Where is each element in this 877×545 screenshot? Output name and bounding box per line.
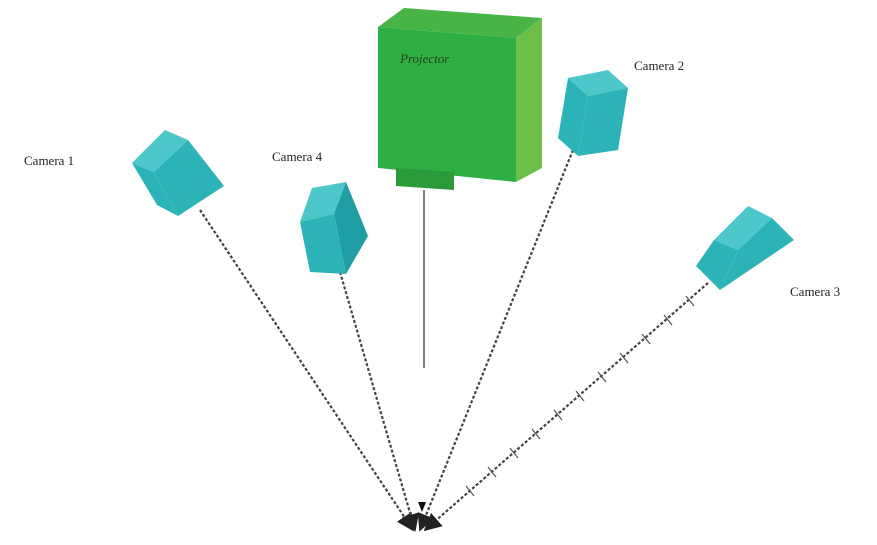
- camera-4: Camera 4: [272, 149, 368, 274]
- camera-1-front: [132, 163, 178, 216]
- camera-2-side: [578, 88, 628, 156]
- camera-1-top: [132, 130, 188, 172]
- camera-2-front: [558, 78, 588, 156]
- camera-4-label: Camera 4: [272, 149, 323, 164]
- projector-side: [516, 18, 542, 182]
- ray-camera-2: [417, 149, 575, 532]
- camera-2-label: Camera 2: [634, 58, 684, 73]
- projector-top: [378, 8, 542, 38]
- projector-lens: [396, 168, 454, 190]
- projector: Projector: [378, 8, 542, 190]
- projector-label: Projector: [399, 51, 450, 66]
- ray-camera-3-ticks: [465, 295, 695, 497]
- ray-camera-3: [423, 282, 709, 532]
- camera-4-side: [334, 182, 368, 274]
- camera-2-top: [568, 70, 628, 96]
- camera-3: Camera 3: [696, 206, 840, 299]
- ray-camera-1: [199, 209, 414, 532]
- camera-1-side: [154, 140, 224, 216]
- camera-3-label: Camera 3: [790, 284, 840, 299]
- camera-2: Camera 2: [558, 58, 684, 156]
- projector-front: [378, 27, 516, 182]
- camera-1: Camera 1: [24, 130, 224, 216]
- camera-3-front: [696, 240, 738, 290]
- camera-rays: [199, 149, 709, 532]
- ray-camera-4: [338, 271, 420, 532]
- camera-4-top: [300, 182, 346, 222]
- camera-3-top: [714, 206, 772, 250]
- camera-3-side: [720, 218, 794, 290]
- camera-1-label: Camera 1: [24, 153, 74, 168]
- target-point: [418, 502, 426, 512]
- camera-4-front: [300, 214, 346, 274]
